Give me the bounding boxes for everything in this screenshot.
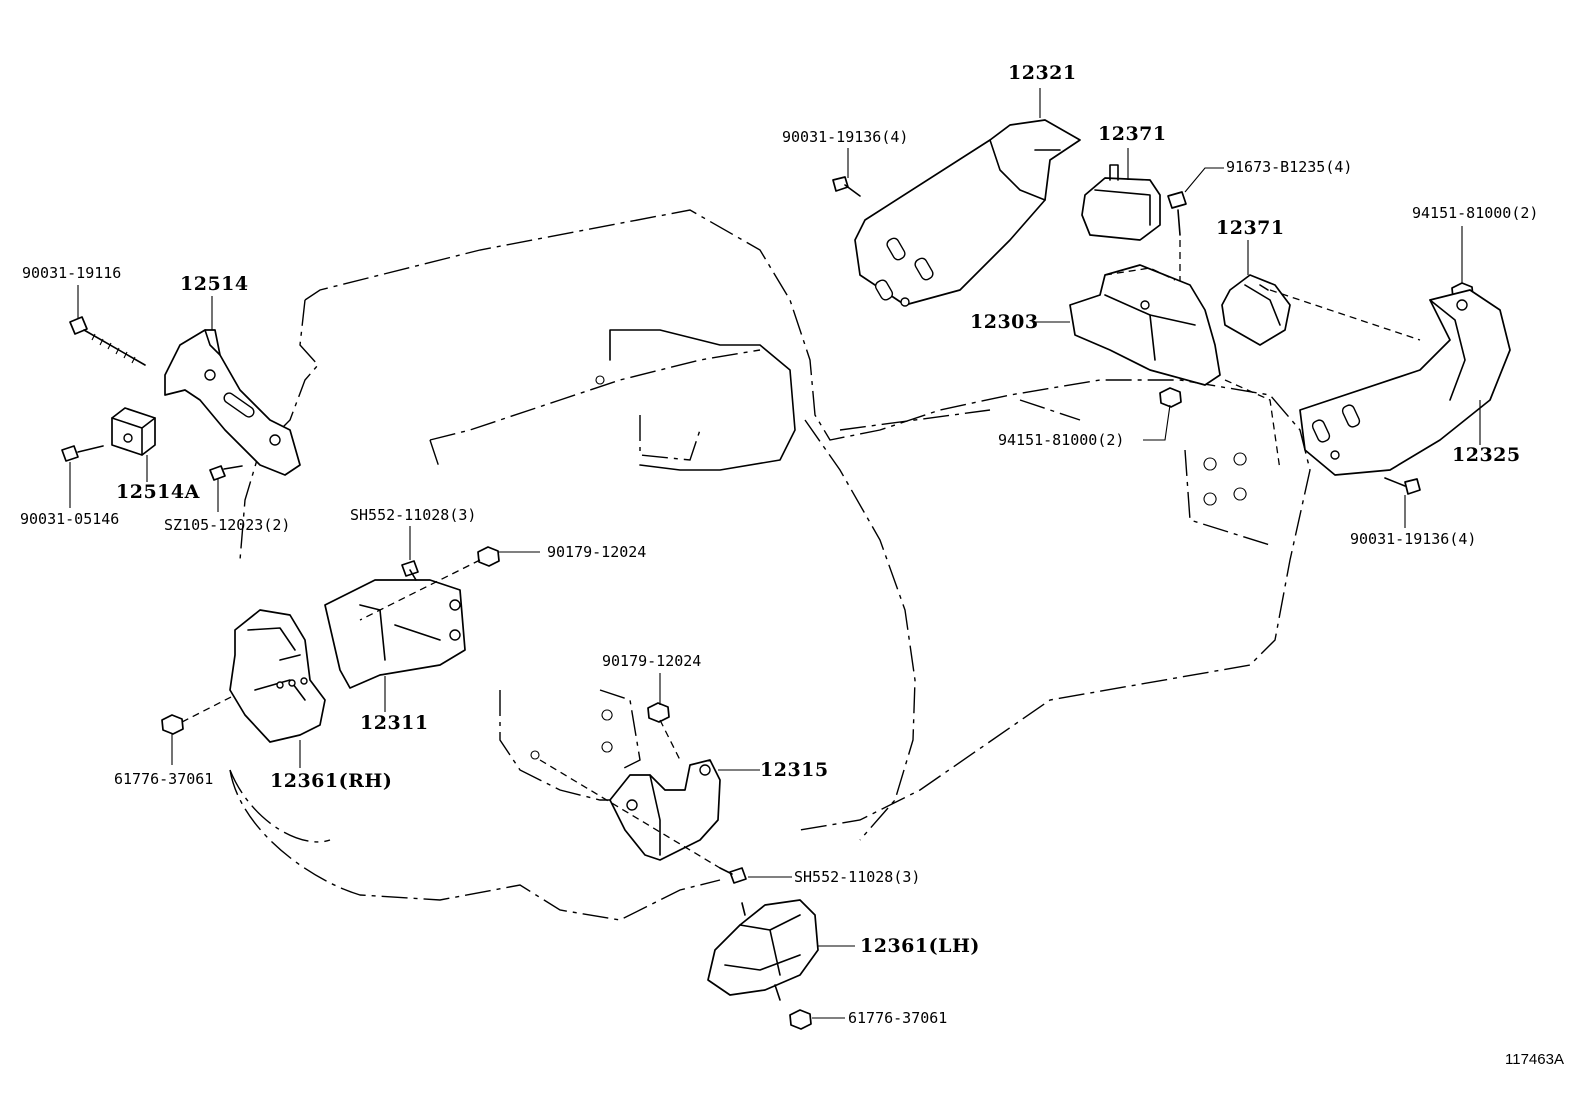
label-90179-12024-mid: 90179-12024 <box>602 652 702 670</box>
bolt-SH552-11028-top <box>401 560 419 581</box>
figure-reference-code: 117463A <box>1505 1051 1564 1068</box>
label-SH552-11028-bottom: SH552-11028(3) <box>794 868 921 886</box>
connection-dash-right <box>1269 289 1421 341</box>
nut-61776-left <box>161 694 236 735</box>
bolt-90031-19136-top <box>832 176 861 197</box>
label-12371-a: 12371 <box>1098 123 1167 145</box>
label-SZ105-12023: SZ105-12023(2) <box>164 516 291 534</box>
nut-90179-mid <box>647 702 681 761</box>
bracket-12315 <box>609 759 721 861</box>
insulator-12361-RH <box>229 609 326 743</box>
label-61776-37061-left: 61776-37061 <box>114 770 214 788</box>
label-91673-B1235: 91673-B1235(4) <box>1226 158 1353 176</box>
label-90031-19136-top: 90031-19136(4) <box>782 128 909 146</box>
label-SH552-11028-top: SH552-11028(3) <box>350 506 477 524</box>
label-12303: 12303 <box>970 311 1039 333</box>
block-12514A <box>111 407 156 456</box>
label-12514A: 12514A <box>116 481 200 503</box>
bolt-90031-19136-right <box>1384 477 1421 495</box>
label-12321: 12321 <box>1008 62 1077 84</box>
label-90031-05146: 90031-05146 <box>20 510 120 528</box>
label-94151-81000-top: 94151-81000(2) <box>1412 204 1539 222</box>
bolt-90031-19116 <box>69 316 146 366</box>
bracket-12514 <box>164 329 301 476</box>
bracket-12325 <box>1299 289 1511 476</box>
insulator-12371-b <box>1221 274 1291 346</box>
label-12361-LH: 12361(LH) <box>860 935 980 957</box>
bolt-SH552-11028-bottom <box>539 759 747 884</box>
label-90031-19136-right: 90031-19136(4) <box>1350 530 1477 548</box>
nut-94151-mid <box>1159 387 1182 408</box>
label-12311: 12311 <box>360 712 429 734</box>
bracket-12321 <box>854 119 1081 307</box>
label-12325: 12325 <box>1452 444 1521 466</box>
bolt-SZ105-12023 <box>209 465 243 481</box>
label-90031-19116: 90031-19116 <box>22 264 122 282</box>
nut-90179-top <box>359 546 500 621</box>
label-12371-b: 12371 <box>1216 217 1285 239</box>
label-12514: 12514 <box>180 273 249 295</box>
label-12315: 12315 <box>760 759 829 781</box>
nut-61776-bottom <box>789 1009 812 1030</box>
label-90179-12024-top: 90179-12024 <box>547 543 647 561</box>
transmission-holes <box>601 452 1247 753</box>
insulator-12371-a <box>1081 164 1161 241</box>
bolt-90031-05146 <box>61 445 104 462</box>
label-12361-RH: 12361(RH) <box>270 770 393 792</box>
connection-dash-right-lower <box>1224 379 1281 471</box>
bracket-12311 <box>324 579 466 689</box>
label-61776-37061-bottom: 61776-37061 <box>848 1009 948 1027</box>
leader-lines <box>69 88 1481 1019</box>
crossmember-12303 <box>1069 264 1221 386</box>
insulator-12361-LH <box>707 899 819 1001</box>
label-94151-81000-mid: 94151-81000(2) <box>998 431 1125 449</box>
